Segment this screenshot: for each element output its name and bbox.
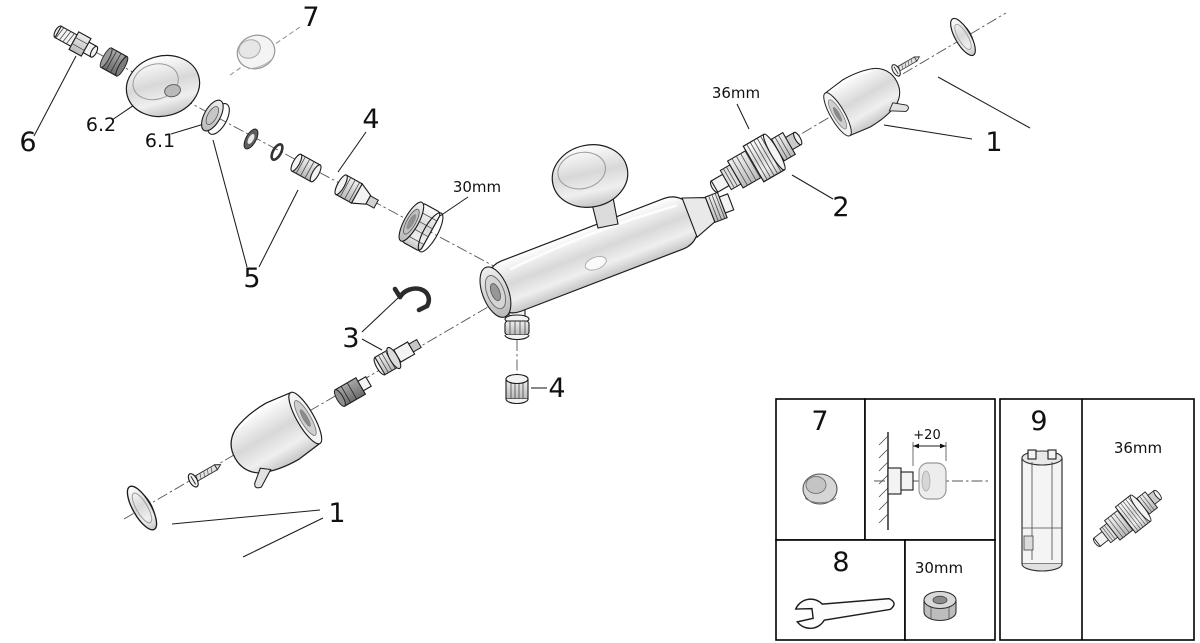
part-check-valve-bottom bbox=[505, 373, 529, 405]
inset-label-9: 9 bbox=[1030, 406, 1047, 437]
inset-box-7 bbox=[775, 398, 866, 541]
inset-box-30mm bbox=[904, 539, 996, 641]
inset-dim-plus20: +20 bbox=[913, 428, 940, 443]
callout-part6-2: 6.2 bbox=[86, 114, 116, 136]
callout-part4-top: 4 bbox=[362, 104, 379, 135]
part-screw-right bbox=[889, 50, 924, 78]
callout-part6-1: 6.1 bbox=[145, 130, 175, 152]
callout-part1-bottom: 1 bbox=[328, 498, 345, 529]
part-cap-phantom bbox=[236, 34, 276, 70]
dim-30mm: 30mm bbox=[453, 178, 501, 196]
callout-part2: 2 bbox=[832, 192, 849, 223]
part-check-valve bbox=[334, 174, 379, 209]
inset-panel: 7 9 8 30mm 36mm +20 bbox=[775, 398, 1195, 641]
inset-label-7: 7 bbox=[811, 406, 828, 437]
part-mixer-body bbox=[479, 191, 735, 318]
part-cap-bottom bbox=[121, 481, 164, 535]
callout-part4-bottom: 4 bbox=[548, 373, 565, 404]
cap-icon bbox=[802, 473, 838, 505]
nut-30mm-icon bbox=[923, 590, 957, 622]
mounting-diagram bbox=[874, 432, 988, 530]
part-o-ring bbox=[270, 143, 284, 161]
part-retaining-clip bbox=[392, 286, 432, 313]
part-escutcheon-dome-right bbox=[551, 144, 629, 208]
part-union-nipple bbox=[53, 25, 99, 58]
part-rosette bbox=[201, 99, 230, 135]
callout-part6: 6 bbox=[19, 127, 36, 158]
wrench-icon bbox=[794, 597, 895, 630]
callout-part5: 5 bbox=[243, 263, 260, 294]
inset-dim-36mm: 36mm bbox=[1114, 439, 1162, 457]
part-adapter bbox=[333, 375, 372, 407]
part-knurled-insert bbox=[290, 153, 322, 183]
part-union-nut-30mm bbox=[398, 201, 444, 253]
callout-part7: 7 bbox=[302, 2, 319, 33]
callouts: 7 6 6.2 6.1 4 30mm 5 36mm 2 1 3 4 1 bbox=[19, 2, 1002, 529]
part-union-collar bbox=[99, 47, 129, 77]
part-screw-bottom bbox=[185, 457, 225, 490]
inset-label-8: 8 bbox=[832, 547, 849, 578]
part-valve-assembly bbox=[373, 338, 422, 376]
inset-dim-30mm: 30mm bbox=[915, 559, 963, 577]
dim-36mm: 36mm bbox=[712, 84, 760, 102]
part-handle-bottom bbox=[217, 384, 333, 493]
part-washer bbox=[243, 128, 259, 150]
sleeve-tool-icon bbox=[1021, 449, 1063, 572]
outlet-cap-nut bbox=[504, 314, 530, 341]
callout-part3: 3 bbox=[342, 323, 359, 354]
part-escutcheon-dome-left bbox=[125, 54, 201, 118]
callout-part1-right: 1 bbox=[985, 127, 1002, 158]
part-cap-right bbox=[945, 14, 982, 60]
